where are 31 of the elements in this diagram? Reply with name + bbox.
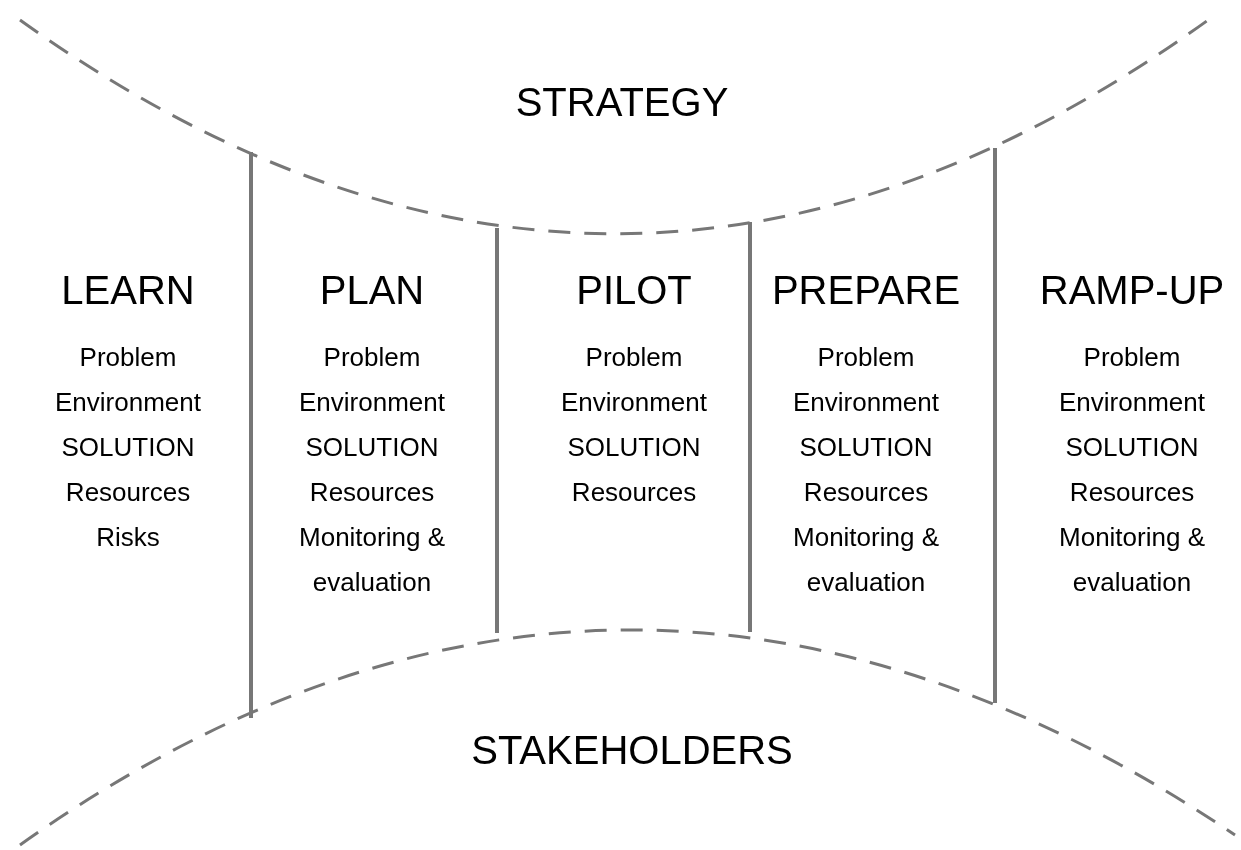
stage-item: Resources: [64, 476, 192, 509]
stage-item: Environment: [298, 386, 446, 419]
stage-item: Problem: [584, 341, 684, 374]
stage-item: Resources: [308, 476, 436, 509]
stage-item: Problem: [322, 341, 422, 374]
stage-item: Environment: [560, 386, 708, 419]
stage-item: SOLUTION: [1064, 431, 1200, 464]
stage-item: Environment: [1058, 386, 1206, 419]
stage-heading: LEARN: [61, 268, 195, 313]
stage-heading: PLAN: [319, 268, 425, 313]
stage-item: SOLUTION: [566, 431, 702, 464]
stage-item: SOLUTION: [304, 431, 440, 464]
stage-item: Resources: [1068, 476, 1196, 509]
stage-item: Resources: [570, 476, 698, 509]
stage-item: Problem: [1082, 341, 1182, 374]
stage-item: Monitoring & evaluation: [1058, 521, 1206, 599]
stage-item: Problem: [78, 341, 178, 374]
stage-item: SOLUTION: [60, 431, 196, 464]
stage-item: Monitoring & evaluation: [792, 521, 940, 599]
stage-heading: PILOT: [576, 268, 692, 313]
stage-item: SOLUTION: [798, 431, 934, 464]
stage-heading: RAMP-UP: [1039, 268, 1225, 313]
stage-item: Risks: [95, 521, 161, 554]
stage-item: Resources: [802, 476, 930, 509]
section-label: STAKEHOLDERS: [471, 728, 793, 773]
stage-item: Monitoring & evaluation: [298, 521, 446, 599]
stage-item: Problem: [816, 341, 916, 374]
section-label: STRATEGY: [515, 80, 729, 125]
stage-item: Environment: [54, 386, 202, 419]
stage-heading: PREPARE: [771, 268, 961, 313]
stage-item: Environment: [792, 386, 940, 419]
